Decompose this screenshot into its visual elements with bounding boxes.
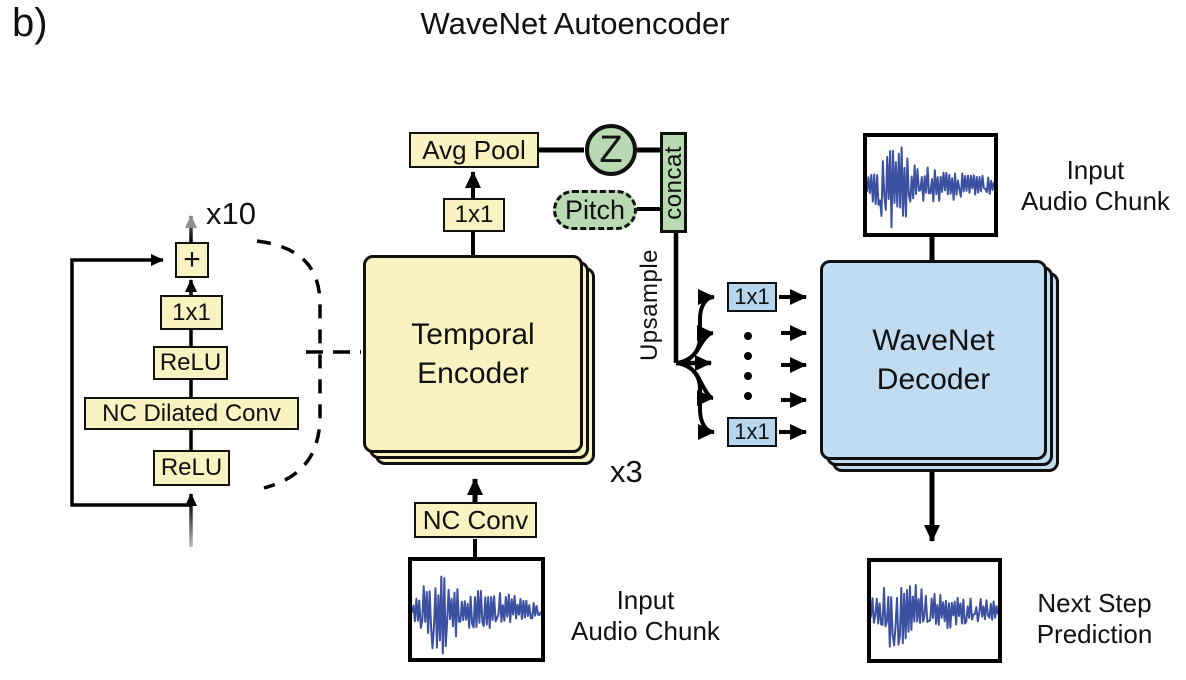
fan-arrow-4 bbox=[675, 361, 714, 406]
decoder-1x1-top-label: 1x1 bbox=[734, 284, 770, 309]
decoder-name-line2: Decoder bbox=[876, 363, 991, 396]
pitch-label: Pitch bbox=[564, 194, 626, 225]
encoder-1x1-label: 1x1 bbox=[454, 201, 494, 228]
wavenet-decoder-box: WaveNet Decoder bbox=[820, 260, 1047, 460]
relu-top-label: ReLU bbox=[159, 349, 222, 376]
encoder-x3-label: x3 bbox=[610, 454, 643, 489]
fan-arrow-5 bbox=[675, 361, 715, 440]
residual-1x1-box: 1x1 bbox=[160, 295, 223, 330]
waveform-plot bbox=[867, 146, 994, 229]
decoder-input-caption: Input Audio Chunk bbox=[1008, 155, 1183, 216]
decoder-output-caption-line2: Prediction bbox=[1036, 618, 1153, 649]
avg-pool-box: Avg Pool bbox=[409, 132, 539, 168]
concat-label: concat bbox=[659, 145, 687, 220]
decoder-input-caption-line1: Input bbox=[1066, 155, 1125, 185]
fan-arrow-2 bbox=[675, 325, 714, 365]
z-latent-node: Z bbox=[585, 124, 637, 176]
relu-top-box: ReLU bbox=[153, 346, 228, 380]
decoder-1x1-top-box: 1x1 bbox=[727, 282, 777, 312]
encoder-input-caption-line1: Input bbox=[616, 585, 675, 615]
ellipsis-dots bbox=[744, 332, 752, 400]
decoder-input-caption-line2: Audio Chunk bbox=[1021, 185, 1170, 216]
upsample-label-wrap: Upsample bbox=[636, 246, 664, 364]
temporal-encoder-stack: Temporal Encoder bbox=[363, 255, 595, 465]
nc-conv-box: NC Conv bbox=[414, 502, 537, 538]
decoder-1x1-bottom-box: 1x1 bbox=[727, 417, 777, 447]
line-skip-connection bbox=[70, 254, 191, 507]
upsample-label: Upsample bbox=[636, 248, 664, 362]
figure-label: b) bbox=[12, 1, 48, 45]
z-label: Z bbox=[599, 129, 623, 171]
decoder-output-waveform bbox=[867, 558, 1002, 663]
waveform-plot bbox=[412, 575, 541, 655]
temporal-encoder-box: Temporal Encoder bbox=[363, 255, 583, 453]
wavenet-decoder-stack: WaveNet Decoder bbox=[820, 260, 1059, 472]
dashed-expansion-arc bbox=[256, 239, 322, 490]
encoder-name-line1: Temporal bbox=[411, 318, 535, 351]
decoder-input-waveform bbox=[863, 133, 998, 237]
waveform-plot bbox=[871, 584, 998, 648]
encoder-1x1-box: 1x1 bbox=[443, 198, 505, 232]
pitch-box: Pitch bbox=[553, 190, 637, 230]
plus-label: + bbox=[183, 243, 201, 276]
repeat-x10-label: x10 bbox=[206, 196, 256, 231]
nc-conv-label: NC Conv bbox=[422, 505, 529, 535]
residual-1x1-label: 1x1 bbox=[172, 298, 211, 326]
relu-bottom-label: ReLU bbox=[160, 454, 223, 481]
encoder-input-caption: Input Audio Chunk bbox=[558, 585, 733, 646]
nc-dilated-conv-label: NC Dilated Conv bbox=[102, 399, 281, 427]
diagram-title: WaveNet Autoencoder bbox=[420, 6, 730, 41]
plus-node: + bbox=[175, 242, 209, 278]
avg-pool-label: Avg Pool bbox=[422, 135, 526, 165]
relu-bottom-box: ReLU bbox=[153, 450, 230, 486]
decoder-output-caption: Next Step Prediction bbox=[1012, 588, 1177, 649]
decoder-output-caption-line1: Next Step bbox=[1037, 588, 1152, 618]
concat-box: concat bbox=[660, 132, 687, 233]
encoder-input-waveform bbox=[408, 557, 545, 662]
decoder-1x1-bottom-label: 1x1 bbox=[734, 419, 770, 444]
encoder-input-caption-line2: Audio Chunk bbox=[571, 615, 720, 646]
encoder-name-line2: Encoder bbox=[417, 357, 529, 390]
nc-dilated-conv-box: NC Dilated Conv bbox=[84, 397, 299, 430]
decoder-name-line1: WaveNet bbox=[872, 324, 995, 357]
